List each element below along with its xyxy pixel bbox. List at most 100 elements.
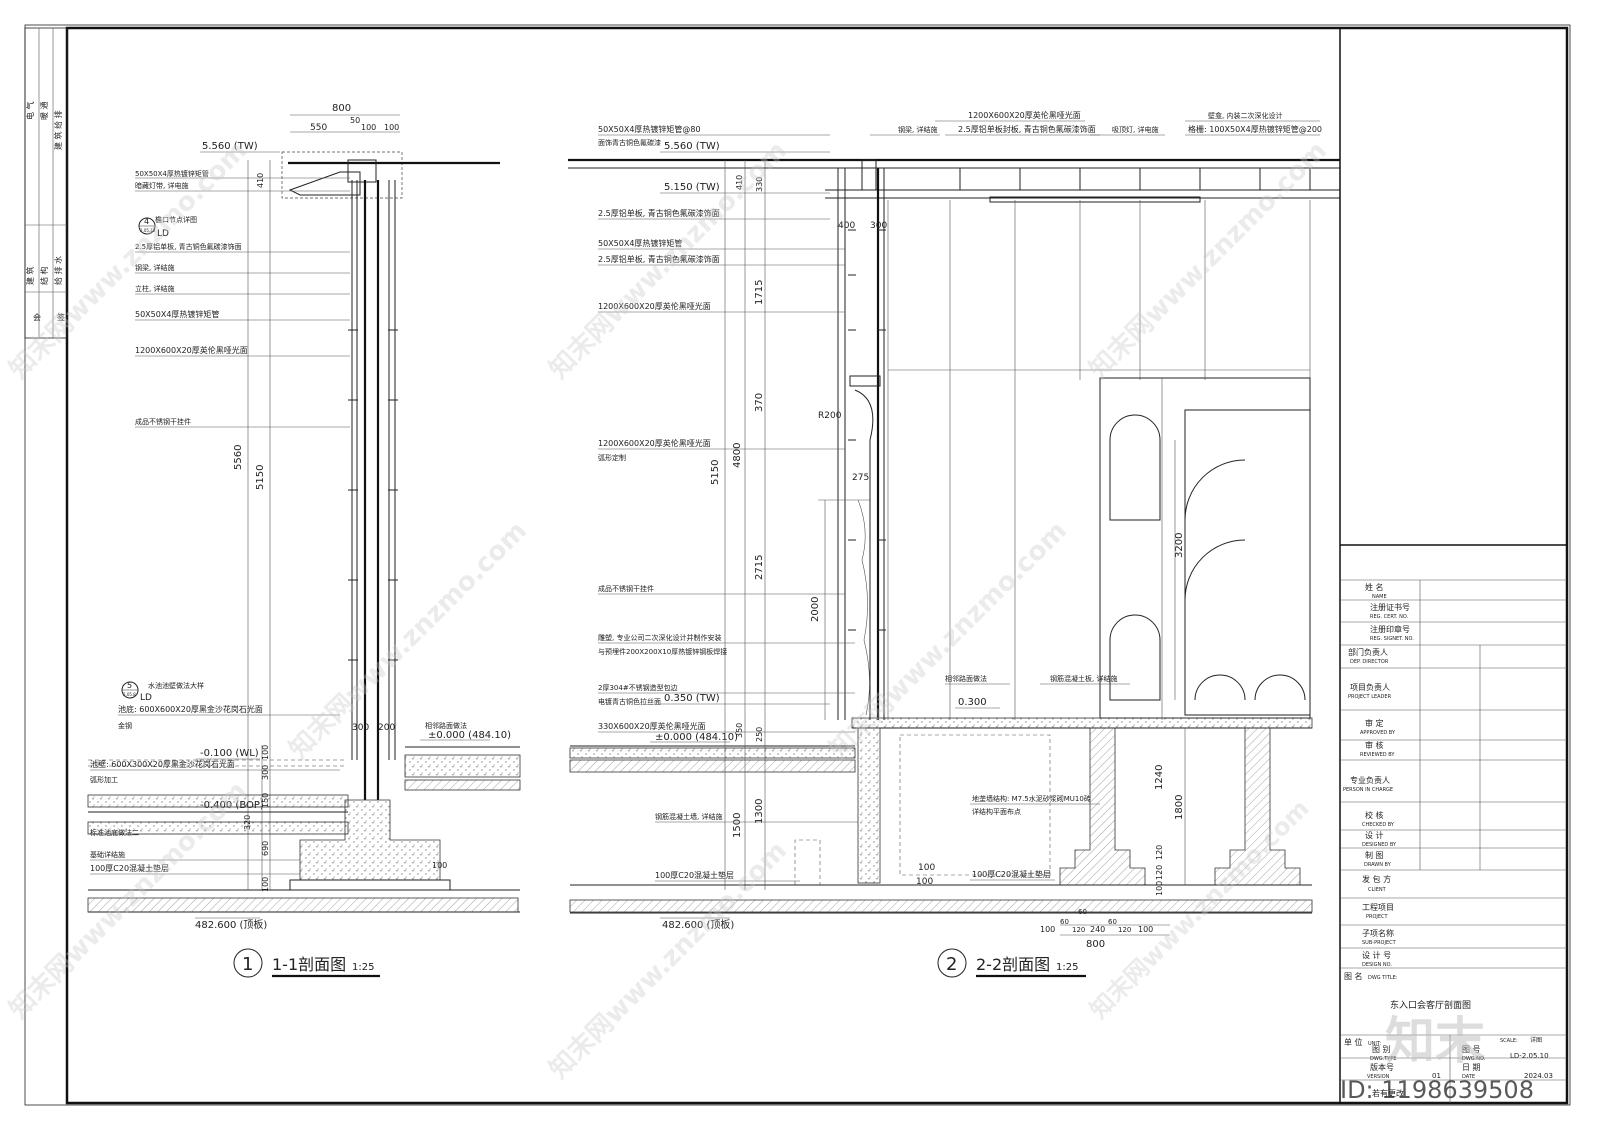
s2-nb-2: 地垄墙结构: M7.5水泥砂浆砌MU10砖 [972, 794, 1091, 803]
s2-vd-2000: 2000 [810, 597, 821, 622]
tb-version-en: VERSION [1367, 1074, 1390, 1080]
s1-bdim-100c: 100 [432, 861, 447, 870]
s1-dim-800: 800 [332, 103, 351, 114]
watermark-id: ID: 1198639508 [1340, 1076, 1534, 1104]
tb-name-en: NAME [1372, 594, 1387, 600]
strip-top-2: 建 筑 给 排 [53, 110, 63, 150]
left-strip: 电 气 暖 通 建 筑 给 排 建 筑 结 构 给 排 水 会 签 [24, 27, 68, 339]
s2-elev-035: 0.350 (TW) [664, 693, 720, 704]
s1-elev-base: 482.600 (顶板) [195, 918, 267, 931]
tb-drawn: 制 图 [1365, 850, 1384, 860]
tb-reg-signet: 注册印章号 [1370, 624, 1410, 634]
strip-bot-1: 签 [57, 312, 65, 322]
s2-elev-base: 482.600 (顶板) [662, 918, 734, 931]
callout4-text: 檐口节点详图 [155, 215, 197, 224]
tb-checked: 校 核 [1365, 810, 1384, 820]
s1-elev-zero: ±0.000 (484.10) [428, 730, 511, 741]
sheet-border [24, 24, 1571, 1106]
tb-dwg-title-value: 东入口会客厅剖面图 [1390, 999, 1471, 1011]
s2-vd-410: 410 [735, 175, 744, 190]
s2-nt-4: 壁龛, 内装二次深化设计 [1208, 111, 1282, 120]
strip-top-0: 电 气 [25, 101, 35, 120]
s2-nt-3: 吸顶灯, 详电施 [1112, 125, 1158, 134]
s2-nl-0: 50X50X4厚热镀锌矩管@80 [598, 124, 701, 134]
s2-nl-10: 与预埋件200X200X10厚热镀锌钢板焊接 [598, 647, 727, 656]
s2-nl-12: 电镀青古铜色拉丝面 [598, 697, 661, 706]
tb-approved: 审 定 [1365, 718, 1384, 728]
s2-vdims: 330 410 5150 4800 1715 370 2715 2000 350… [710, 175, 1185, 896]
tb-reviewed: 审 核 [1365, 740, 1384, 750]
s2-nl-3: 50X50X4厚热镀锌矩管 [598, 238, 682, 248]
s2-bd-240: 240 [1090, 925, 1105, 934]
s1-note-0: 50X50X4厚热镀锌矩管 [135, 169, 209, 178]
s2-elev-top: 5.560 (TW) [664, 141, 720, 152]
watermark-logo: 知末 [1385, 1012, 1485, 1070]
s2-bd-60a: 60 [1060, 918, 1069, 926]
s2-notes-left: 50X50X4厚热镀锌矩管@80 面饰青古铜色氟碳漆 2.5厚铝单板, 青古铜色… [598, 124, 858, 882]
tb-client-en: CLIENT [1368, 887, 1387, 893]
tb-unit: 单 位 [1344, 1037, 1363, 1047]
s2-vd-1300: 1300 [754, 799, 765, 824]
tb-dwg-no: 图 号 [1462, 1045, 1481, 1054]
s2-vd-120a: 120 [1155, 845, 1164, 860]
s2-vd-1500: 1500 [732, 813, 743, 838]
tb-sub-project: 子项名称 [1362, 928, 1394, 938]
tb-dwg-title: 图 名 [1344, 971, 1363, 981]
s1-title-scale: 1:25 [352, 962, 374, 973]
tb-project: 工程项目 [1362, 903, 1394, 912]
tb-unit-en: UNIT: [1368, 1041, 1381, 1047]
s2-nl-9: 雕塑, 专业公司二次深化设计并制作安装 [598, 633, 721, 642]
strip-mid-1: 结 构 [39, 266, 49, 285]
tb-date: 日 期 [1462, 1063, 1481, 1072]
tb-checked-en: CHECKED BY [1362, 822, 1395, 828]
tb-project-en: PROJECT [1366, 914, 1389, 920]
s2-vd-3200: 3200 [1174, 533, 1185, 558]
s2-elev-030: 0.300 [958, 697, 987, 708]
tb-design-no: 设 计 号 [1362, 950, 1391, 960]
s1-note-10: 池壁: 600X300X20厚黑金沙花岗石光面 [90, 759, 235, 769]
s1-dim-100a: 100 [361, 123, 376, 132]
s2-small-dims: 400 300 275 R200 100 100 [818, 221, 935, 887]
s1-dim-5560: 5560 [233, 445, 244, 470]
s2-vd-2715: 2715 [754, 555, 765, 580]
callout5-num: 5 [127, 681, 132, 690]
tb-approved-en: APPROVED BY [1360, 730, 1396, 736]
s1-dim-410: 410 [256, 173, 265, 188]
s1-note-6: 1200X600X20厚英伦黑哑光面 [135, 345, 248, 355]
s2-sd-100a: 100 [916, 877, 933, 887]
tb-scale-value: 详图 [1530, 1036, 1542, 1044]
s2-sd-100b: 100 [918, 863, 935, 873]
s1-bdim-300: 300 [352, 723, 369, 733]
s1-bdim-100a: 100 [261, 745, 270, 760]
s2-nt-0: 钢梁, 详结施 [898, 125, 937, 134]
section-2-2: 5.560 (TW) 5.150 (TW) 0.350 (TW) 0.300 ±… [568, 110, 1340, 978]
tb-dwg-no-en: DWG.NO. [1462, 1056, 1486, 1062]
s2-vd-120b: 120 [1155, 865, 1164, 880]
s2-vd-1240: 1240 [1154, 765, 1165, 790]
s1-dim-5150: 5150 [255, 465, 266, 490]
tb-name: 姓 名 [1365, 582, 1384, 592]
s2-bd-120b: 120 [1118, 926, 1131, 934]
s2-vd-4800: 4800 [732, 443, 743, 468]
s2-bd-60b: 60 [1108, 918, 1117, 926]
strip-bot-0: 会 [33, 312, 41, 322]
s1-note-14: 100厚C20混凝土垫层 [90, 863, 169, 873]
tb-designed: 设 计 [1365, 830, 1384, 840]
s1-note-1: 暗藏灯带, 详电施 [135, 181, 188, 190]
s2-vd-5150: 5150 [710, 460, 721, 485]
s2-title: 2-2剖面图 [976, 955, 1050, 974]
s2-elev-zero: ±0.000 (484.10) [655, 732, 738, 743]
tb-date-value: 2024.03 [1524, 1072, 1553, 1080]
s1-note-8: 池底: 600X600X20厚黑金沙花岗石光面 [118, 704, 263, 714]
tb-dwg-no-value: LD-2.05.10 [1510, 1052, 1549, 1060]
s2-title-num: 2 [946, 954, 957, 975]
s2-vd-250: 250 [755, 727, 764, 742]
strip-top-1: 暖 通 [39, 101, 49, 120]
callout5-suffix: LD [140, 693, 152, 703]
s2-nl-4: 2.5厚铝单板, 青古铜色氟碳漆饰面 [598, 254, 720, 264]
s2-elev-mid: 5.150 (TW) [664, 182, 720, 193]
s2-notes-top: 钢梁, 详结施 1200X600X20厚英伦黑哑光面 2.5厚铝单板封板, 青古… [870, 110, 1322, 136]
watermarks: 知末网www.znzmo.com 知末网www.znzmo.com 知末网www… [4, 136, 1534, 1104]
s2-bd-100a: 100 [1040, 925, 1055, 934]
